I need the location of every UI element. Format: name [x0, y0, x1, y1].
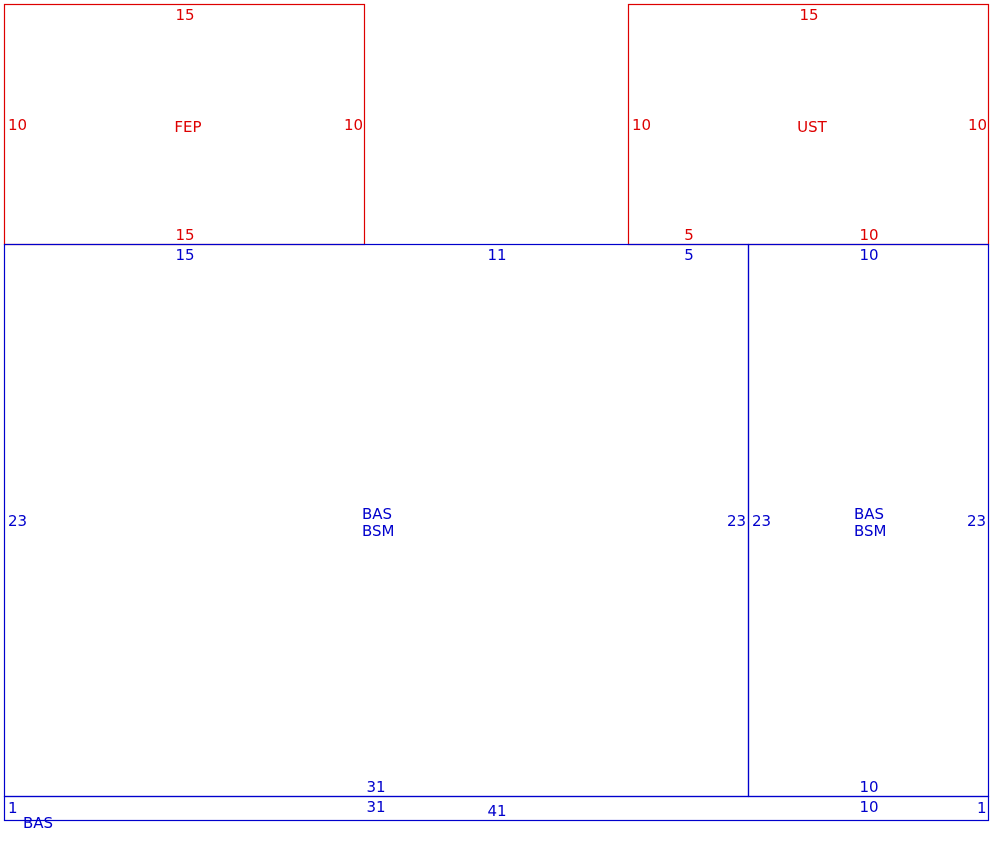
ust-top-dimension: 15	[799, 6, 818, 24]
ust-bottom-right-dimension: 10	[859, 226, 878, 244]
bas-left-top-dimension: 15	[175, 246, 194, 264]
fep-code: FEP	[174, 118, 201, 136]
bas-left-right-dimension: 23	[727, 512, 746, 530]
bas-strip-top-left-dimension: 31	[366, 798, 385, 816]
bas-right-left-dimension: 23	[752, 512, 771, 530]
bas-right-top-dimension: 10	[859, 246, 878, 264]
bas-left-top-right-dimension: 5	[684, 246, 694, 264]
bas-strip-right-dimension: 1	[977, 799, 987, 817]
ust-code: UST	[797, 118, 828, 136]
ust-bottom-left-dimension: 5	[684, 226, 694, 244]
bas-strip-bottom-dimension: 41	[487, 802, 506, 820]
bas-left-top-mid-dimension: 11	[487, 246, 506, 264]
bas-right-code-bas: BAS	[854, 505, 884, 523]
fep-left-dimension: 10	[8, 116, 27, 134]
bas-strip-top-right-dimension: 10	[859, 798, 878, 816]
bas-left-code-bas: BAS	[362, 505, 392, 523]
bas-left-bottom-dimension: 31	[366, 778, 385, 796]
ust-right-dimension: 10	[968, 116, 987, 134]
bas-strip-outline	[3, 795, 990, 822]
bas-right-right-dimension: 23	[967, 512, 986, 530]
fep-right-dimension: 10	[344, 116, 363, 134]
fep-top-dimension: 15	[175, 6, 194, 24]
bas-strip-code: BAS	[23, 814, 53, 832]
bas-right-bottom-dimension: 10	[859, 778, 878, 796]
fep-bottom-dimension: 15	[175, 226, 194, 244]
ust-left-dimension: 10	[632, 116, 651, 134]
bas-left-code-bsm: BSM	[362, 522, 395, 540]
bas-right-code-bsm: BSM	[854, 522, 887, 540]
bas-left-left-dimension: 23	[8, 512, 27, 530]
bas-strip-left-dimension: 1	[8, 799, 18, 817]
